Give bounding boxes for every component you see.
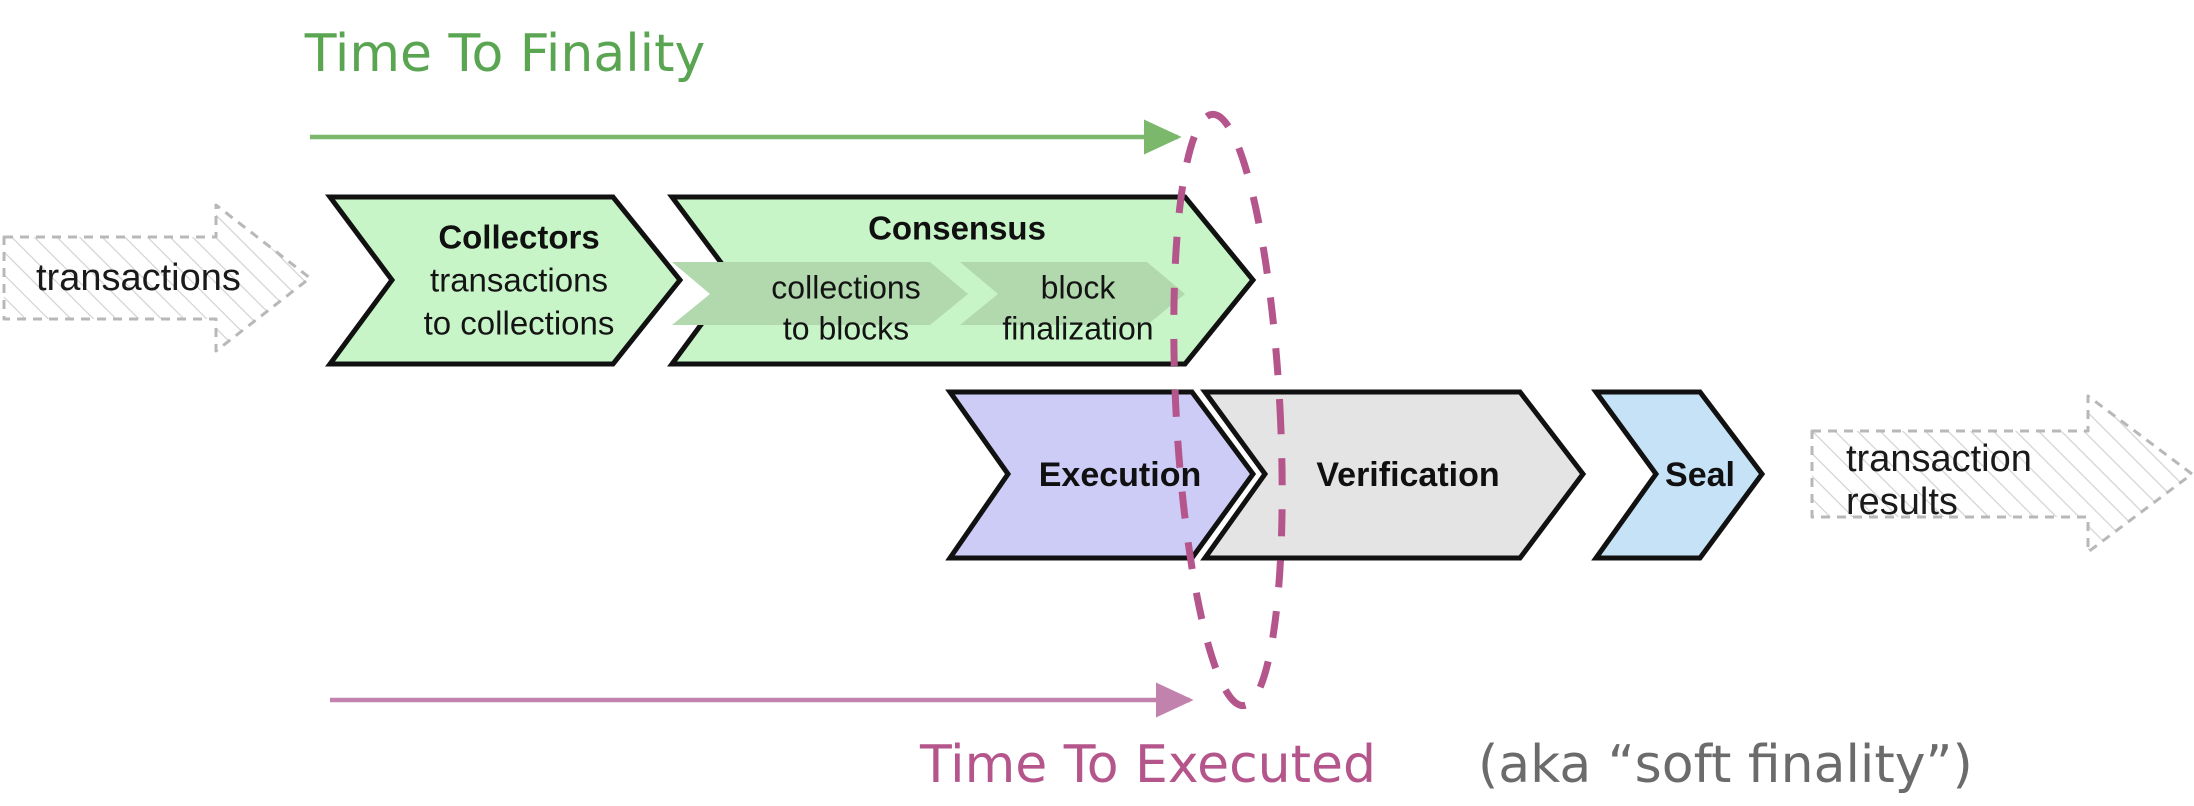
- time-to-executed-title: Time To Executed: [919, 735, 1376, 795]
- substage-block-finalization[interactable]: block finalization: [960, 262, 1185, 346]
- collections-to-blocks-line2: to blocks: [783, 310, 909, 346]
- stage-verification[interactable]: Verification: [1200, 389, 1587, 561]
- transactions-input-label: transactions: [36, 257, 241, 299]
- block-finalization-line1: block: [1041, 269, 1117, 305]
- time-to-executed-title-group: Time To Executed (aka “soft finality”): [919, 735, 1973, 795]
- block-finalization-line2: finalization: [1002, 310, 1153, 346]
- stage-seal[interactable]: Seal: [1591, 389, 1766, 561]
- time-to-finality-title: Time To Finality: [304, 24, 706, 84]
- seal-title: Seal: [1665, 456, 1735, 494]
- soft-finality-subtitle: (aka “soft finality”): [1478, 735, 1973, 795]
- stage-collectors[interactable]: Collectors transactions to collections: [325, 194, 684, 367]
- collectors-title: Collectors: [438, 219, 599, 256]
- stage-execution[interactable]: Execution: [945, 389, 1257, 561]
- consensus-title: Consensus: [868, 210, 1046, 247]
- transaction-results-label-line1: transaction: [1846, 438, 2032, 480]
- stage-consensus[interactable]: Consensus collections to blocks block fi…: [667, 194, 1257, 367]
- verification-title: Verification: [1316, 456, 1499, 494]
- transactions-input-arrow: transactions: [2, 203, 312, 353]
- collections-to-blocks-line1: collections: [771, 269, 920, 305]
- execution-title: Execution: [1039, 456, 1201, 494]
- collectors-desc-line2: to collections: [424, 305, 615, 342]
- transaction-results-output-arrow: transaction results: [1810, 394, 2194, 554]
- transaction-results-label-line2: results: [1846, 481, 1958, 523]
- substage-collections-to-blocks[interactable]: collections to blocks: [672, 262, 968, 346]
- collectors-desc-line1: transactions: [430, 262, 608, 299]
- finality-boundary-ellipse: [1170, 110, 1286, 710]
